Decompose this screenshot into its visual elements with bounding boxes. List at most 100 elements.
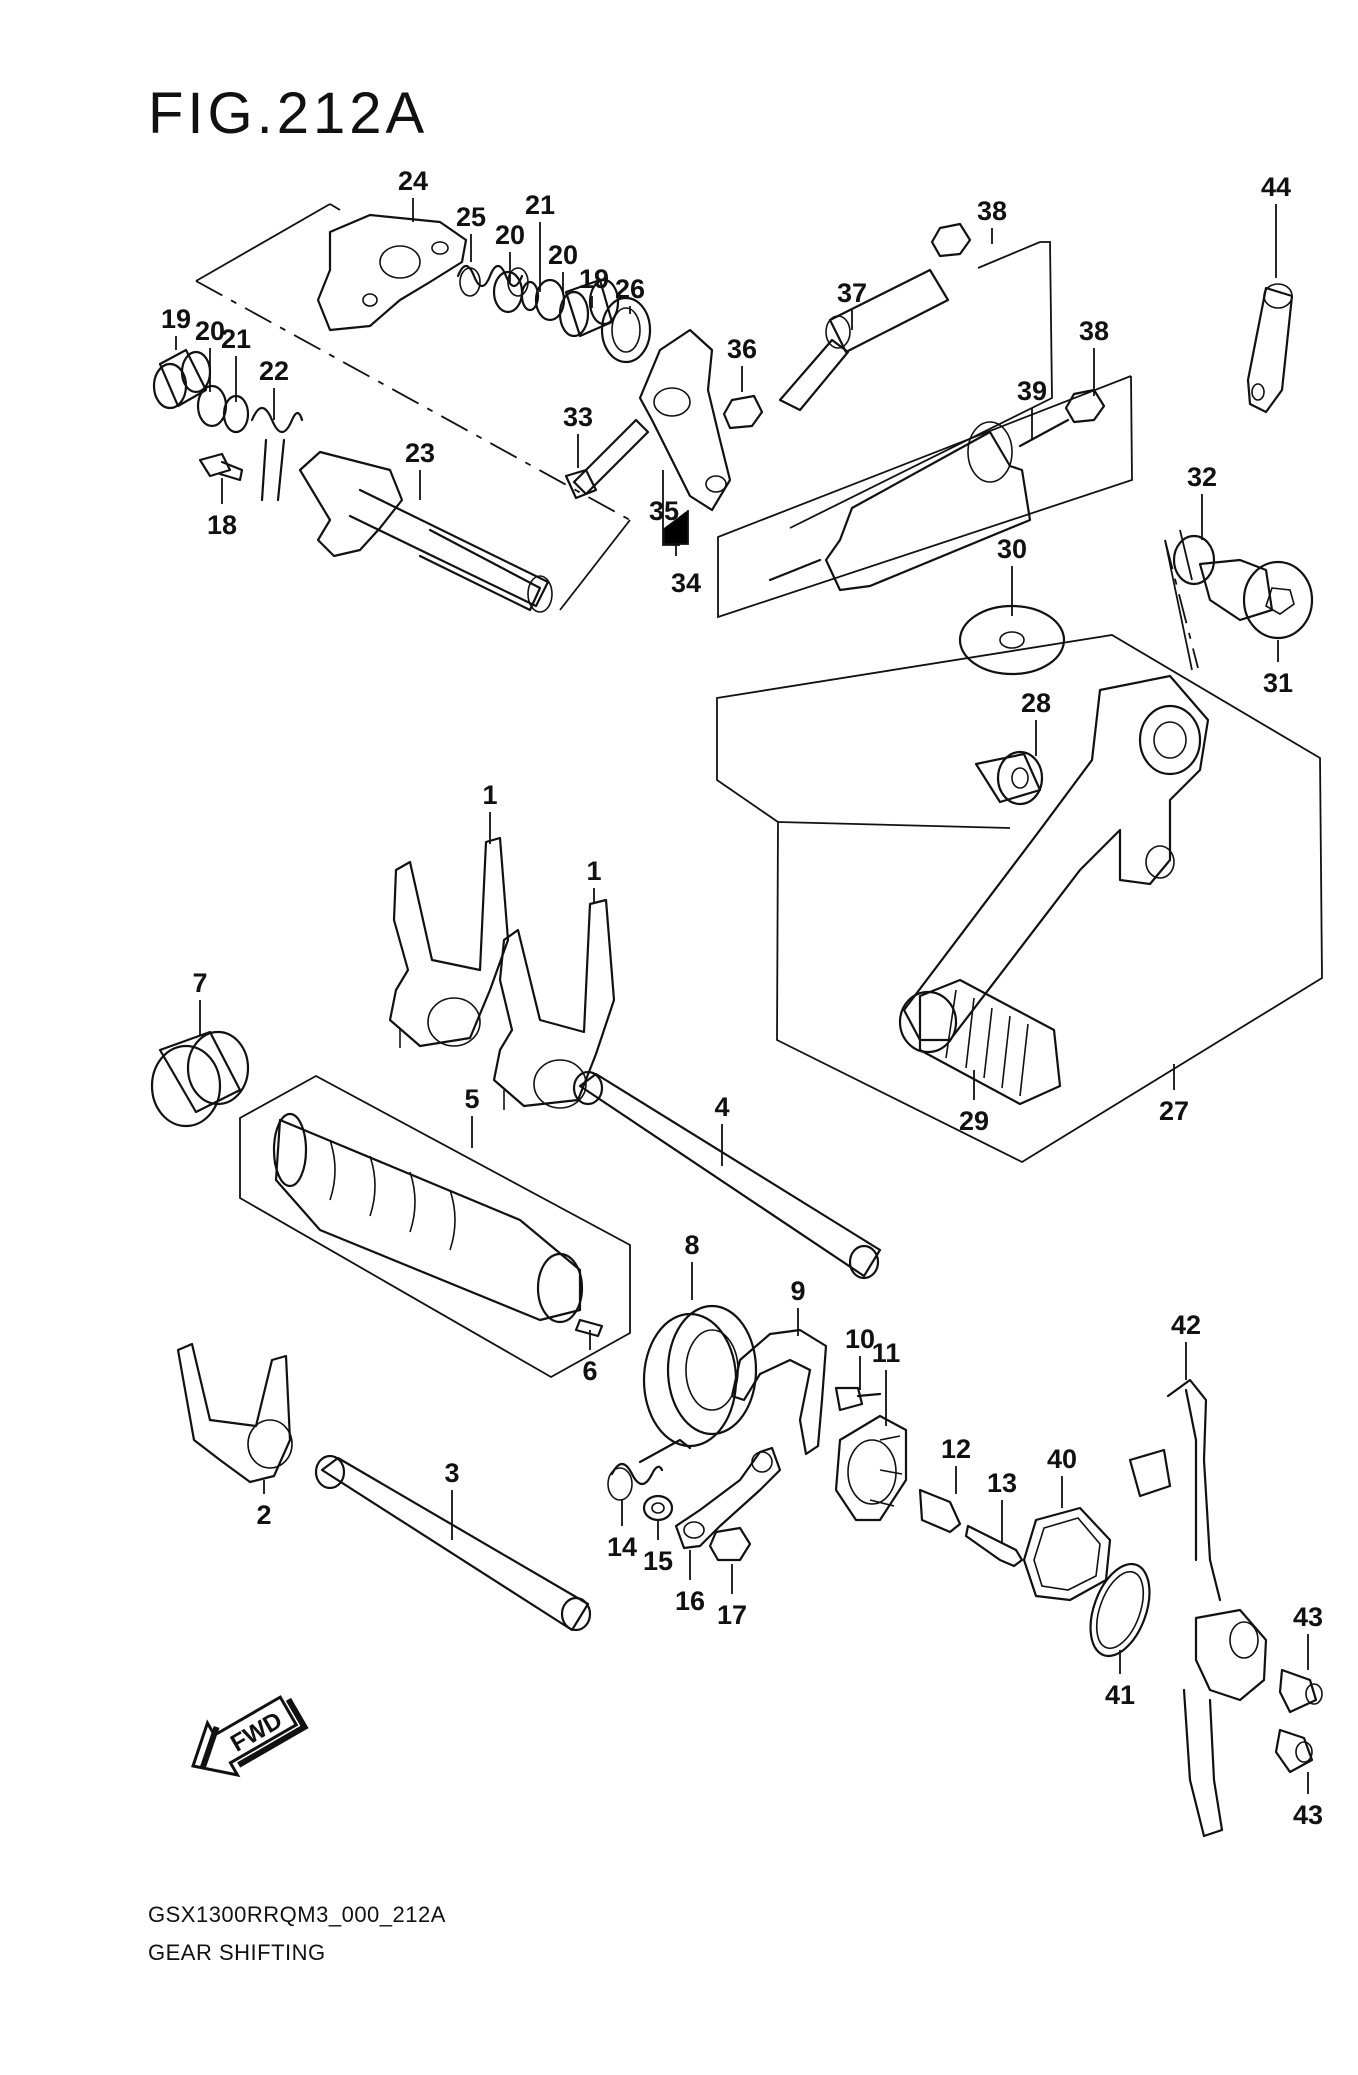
- frame-pivot-dashed: [1164, 539, 1199, 669]
- callout-11: 11: [872, 1338, 901, 1368]
- frame-gear-drum: [239, 1074, 631, 1379]
- part-40-gasket: [1022, 1506, 1112, 1602]
- callout-17: 17: [717, 1600, 747, 1630]
- callout-31: 31: [1263, 668, 1293, 698]
- callout-32: 32: [1187, 462, 1217, 492]
- part-36-nut: [722, 394, 764, 430]
- part-10-screw: [834, 1386, 882, 1412]
- callout-1b: 1: [586, 856, 601, 886]
- part-32-washer: [1172, 534, 1216, 586]
- frame-rod: [717, 241, 1133, 619]
- frame-shift-shaft-top: [329, 203, 341, 211]
- callout-28: 28: [1021, 688, 1051, 718]
- part-43-bushing-upper: [1278, 1668, 1323, 1714]
- part-13-screw: [964, 1524, 1024, 1568]
- part-6-pin: [574, 1318, 604, 1338]
- figure-title: FIG.212A: [148, 81, 429, 146]
- callout-29: 29: [959, 1106, 989, 1136]
- callout-37: 37: [837, 278, 867, 308]
- callout-33: 33: [563, 402, 593, 432]
- callout-20a: 20: [495, 220, 525, 250]
- frame-pedal: [716, 634, 1323, 1164]
- frame-shift-shaft: [195, 203, 331, 282]
- callout-20b: 20: [548, 240, 578, 270]
- part-20-washer-lower: [196, 384, 228, 428]
- part-4-shaft: [572, 1070, 882, 1280]
- part-1-shift-fork-a: [388, 836, 510, 1048]
- callout-19b: 19: [161, 304, 191, 334]
- callout-40: 40: [1047, 1444, 1077, 1474]
- part-5-gear-shift-cam: [272, 1112, 584, 1324]
- callout-21b: 21: [221, 324, 251, 354]
- callout-22: 22: [259, 356, 289, 386]
- frame-arm-bracket: [662, 470, 680, 546]
- part-27-gear-pedal: [902, 674, 1210, 1042]
- fwd-arrow-icon: [191, 1695, 299, 1778]
- leader-lines: [175, 198, 1309, 1794]
- callout-41: 41: [1105, 1680, 1135, 1710]
- part-35-arm: [638, 328, 732, 512]
- callout-43a: 43: [1293, 1602, 1323, 1632]
- callout-21a: 21: [525, 190, 555, 220]
- part-2-shift-fork: [176, 1342, 293, 1484]
- callout-13: 13: [987, 1468, 1017, 1498]
- callout-30: 30: [997, 534, 1027, 564]
- part-33-bolt: [564, 418, 650, 500]
- callout-20c: 20: [195, 316, 225, 346]
- part-15-washer: [642, 1494, 674, 1522]
- callout-4: 4: [714, 1092, 729, 1122]
- callout-7: 7: [192, 968, 207, 998]
- callout-19a: 19: [579, 264, 609, 294]
- part-28-collar: [974, 750, 1044, 806]
- callout-18: 18: [207, 510, 237, 540]
- part-14-spring: [607, 1438, 692, 1501]
- callout-34: 34: [671, 568, 701, 598]
- callout-14: 14: [607, 1532, 637, 1562]
- part-9-cam-plate: [730, 1328, 828, 1456]
- callout-23: 23: [405, 438, 435, 468]
- part-19-bearing-lower: [152, 348, 212, 410]
- fwd-arrow-shadow: [200, 1697, 309, 1769]
- callout-26: 26: [615, 274, 645, 304]
- part-37-rod-end: [778, 268, 950, 412]
- callout-27: 27: [1159, 1096, 1189, 1126]
- callout-35: 35: [649, 496, 679, 526]
- diagram-code: GSX1300RRQM3_000_212A: [148, 1902, 446, 1927]
- part-26-seal: [600, 296, 652, 364]
- callout-42: 42: [1171, 1310, 1201, 1340]
- callout-5: 5: [464, 1084, 479, 1114]
- part-43-bushing-lower: [1274, 1728, 1314, 1774]
- frame-pivot: [1164, 529, 1193, 671]
- callout-3: 3: [444, 1458, 459, 1488]
- callout-36: 36: [727, 334, 757, 364]
- part-7-bearing: [150, 1030, 250, 1128]
- callout-39: 39: [1017, 376, 1047, 406]
- callout-16: 16: [675, 1586, 705, 1616]
- part-12-bolt: [918, 1488, 962, 1534]
- part-30-washer: [958, 604, 1066, 676]
- part-31-pivot-bolt: [1198, 558, 1314, 640]
- part-19-bearing-upper: [558, 278, 620, 338]
- frame-shift-shaft-end: [559, 519, 631, 611]
- part-39-gear-rod: [768, 418, 1070, 592]
- callout-44: 44: [1261, 172, 1291, 202]
- part-11-cam-stopper: [834, 1414, 908, 1522]
- frame-pedal-inner: [777, 821, 1011, 829]
- callout-25: 25: [456, 202, 486, 232]
- assembly-frames: [195, 203, 1323, 1379]
- part-38-nut-upper: [930, 222, 972, 258]
- callout-15: 15: [643, 1546, 673, 1576]
- part-29-footpeg-rubber: [898, 978, 1062, 1106]
- frame-shift-shaft-dashed: [195, 280, 631, 521]
- callout-43b: 43: [1293, 1800, 1323, 1830]
- part-18-bolt: [198, 452, 244, 482]
- callout-12: 12: [941, 1434, 971, 1464]
- callout-8: 8: [684, 1230, 699, 1260]
- part-17-bolt: [708, 1526, 752, 1562]
- part-20-washers-upper: [492, 270, 566, 322]
- part-42-gear-position-sensor: [1128, 1378, 1268, 1838]
- frame-rod-top: [789, 241, 1053, 529]
- callout-38a: 38: [977, 196, 1007, 226]
